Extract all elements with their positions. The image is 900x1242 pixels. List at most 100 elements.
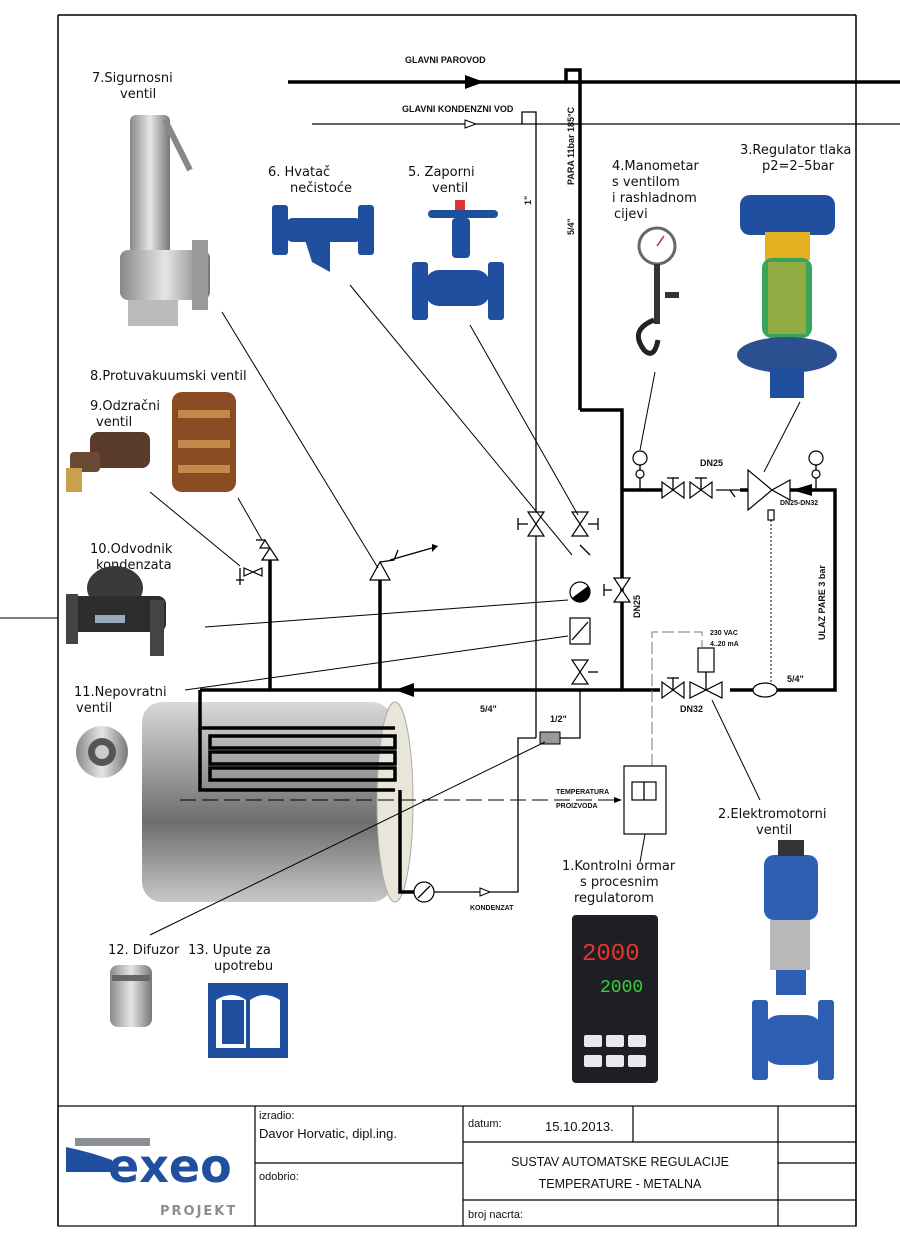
- svg-text:ventil: ventil: [756, 823, 792, 838]
- main-condensate-line: GLAVNI KONDENZNI VOD: [312, 104, 900, 738]
- date-value: 15.10.2013.: [545, 1119, 614, 1134]
- controller-sv: 2000: [600, 978, 643, 998]
- manual-book-icon: [208, 983, 288, 1058]
- svg-text:s procesnim: s procesnim: [580, 875, 659, 890]
- svg-text:3.Regulator tlaka: 3.Regulator tlaka: [740, 143, 851, 158]
- shutoff-valve-lower[interactable]: [570, 659, 598, 685]
- svg-text:10.Odvodnik: 10.Odvodnik: [90, 542, 173, 557]
- control-signal-line: [651, 631, 703, 830]
- temp-label-2: PROIZVODA: [556, 803, 598, 810]
- size-12-label: 1/2": [550, 714, 567, 724]
- pressure-gauge-photo: [635, 226, 679, 356]
- svg-text:13. Upute za: 13. Upute za: [188, 943, 271, 958]
- diffuser-element: [539, 731, 561, 745]
- condensate-label: KONDENZAT: [470, 905, 514, 912]
- drawing-number-label: broj nacrta:: [468, 1209, 523, 1221]
- gate-valve-dn25-2[interactable]: [689, 477, 713, 500]
- svg-text:p2=2–5bar: p2=2–5bar: [762, 159, 835, 174]
- pipe-size-1in: 1": [523, 196, 533, 205]
- main-steam-line: GLAVNI PAROVOD: [288, 55, 900, 410]
- main-steam-label: GLAVNI PAROVOD: [405, 55, 486, 65]
- svg-text:i rashladnom: i rashladnom: [612, 191, 697, 206]
- pipe-size-54-vertical: 5/4": [566, 218, 576, 235]
- svg-text:ventil: ventil: [76, 701, 112, 716]
- heating-coil: [198, 690, 397, 792]
- svg-text:8.Protuvakuumski ventil: 8.Protuvakuumski ventil: [90, 369, 247, 384]
- vacuum-breaker-symbol: [256, 538, 280, 561]
- strainer-tap: [579, 544, 591, 556]
- dn25-dn32-label: DN25-DN32: [780, 500, 818, 507]
- approved-label: odobrio:: [259, 1171, 299, 1183]
- made-by-value: Davor Horvatic, dipl.ing.: [259, 1126, 397, 1141]
- shutoff-valve-left[interactable]: [517, 511, 546, 537]
- svg-text:2.Elektromotorni: 2.Elektromotorni: [718, 807, 827, 822]
- svg-text:1.Kontrolni ormar: 1.Kontrolni ormar: [562, 859, 676, 874]
- svg-text:PROJEKT: PROJEKT: [160, 1204, 237, 1219]
- exeo-logo: exeo PROJEKT: [66, 1138, 237, 1219]
- made-by-label: izradio:: [259, 1110, 294, 1122]
- bypass-valve[interactable]: [603, 577, 632, 603]
- pressure-regulator-photo: [737, 195, 837, 398]
- svg-text:s ventilom: s ventilom: [612, 175, 680, 190]
- gate-valve-dn25-1[interactable]: [661, 477, 685, 500]
- svg-text:4.Manometar: 4.Manometar: [612, 159, 700, 174]
- gate-valve-dn32[interactable]: [661, 677, 685, 700]
- check-valve-symbol: [569, 617, 591, 645]
- inlet-label: ULAZ PARE 3 bar: [817, 565, 827, 640]
- dn25-label: DN25: [700, 458, 723, 468]
- svg-text:5. Zaporni: 5. Zaporni: [408, 165, 475, 180]
- title-block: [57, 1105, 857, 1227]
- shutoff-valve-photo: [412, 200, 504, 320]
- steam-trap-photo: [66, 566, 166, 656]
- condensate-return: [434, 737, 536, 893]
- pressure-regulator-symbol[interactable]: [747, 468, 812, 682]
- date-label: datum:: [468, 1118, 502, 1130]
- svg-text:7.Sigurnosni: 7.Sigurnosni: [92, 71, 173, 86]
- air-vent-photo: [66, 432, 150, 492]
- svg-text:upotrebu: upotrebu: [214, 959, 273, 974]
- main-condensate-label: GLAVNI KONDENZNI VOD: [402, 104, 514, 114]
- check-valve-photo: [76, 726, 128, 778]
- label-vacuum-breaker: 8.Protuvakuumski ventil: [90, 369, 247, 384]
- svg-text:exeo: exeo: [108, 1139, 232, 1193]
- drawing-title-1: SUSTAV AUTOMATSKE REGULACIJE: [511, 1155, 729, 1169]
- svg-text:9.Odzračni: 9.Odzračni: [90, 399, 160, 414]
- svg-text:regulatorom: regulatorom: [574, 891, 654, 906]
- leader-lines: [149, 284, 801, 936]
- gauge-symbol-left: [632, 450, 648, 490]
- svg-text:11.Nepovratni: 11.Nepovratni: [74, 685, 167, 700]
- dn32-label: DN32: [680, 704, 703, 714]
- air-vent-symbol: [236, 567, 263, 585]
- safety-valve-photo: [120, 115, 210, 326]
- size-54-main: 5/4": [480, 704, 497, 714]
- strainer-symbol: [716, 489, 740, 498]
- svg-text:nečistoće: nečistoće: [290, 181, 352, 196]
- process-controller-photo: 2000 2000: [572, 915, 658, 1083]
- motorised-valve-symbol[interactable]: [689, 647, 723, 699]
- svg-text:ventil: ventil: [432, 181, 468, 196]
- drawing-title-2: TEMPERATURE - METALNA: [539, 1177, 702, 1191]
- temp-label-1: TEMPERATURA: [556, 789, 609, 796]
- strainer-photo: [272, 205, 374, 272]
- trap-outlet: [560, 690, 581, 739]
- dn25-bypass-label: DN25: [632, 595, 642, 618]
- controller-pv: 2000: [582, 941, 640, 968]
- svg-text:6. Hvatač: 6. Hvatač: [268, 165, 330, 180]
- shutoff-valve-right[interactable]: [570, 511, 599, 537]
- control-cabinet-symbol[interactable]: [623, 765, 667, 835]
- vacuum-breaker-photo: [172, 392, 236, 492]
- safety-valve-symbol: [368, 544, 438, 581]
- steam-branch: [200, 408, 837, 697]
- svg-text:12. Difuzor: 12. Difuzor: [108, 943, 180, 958]
